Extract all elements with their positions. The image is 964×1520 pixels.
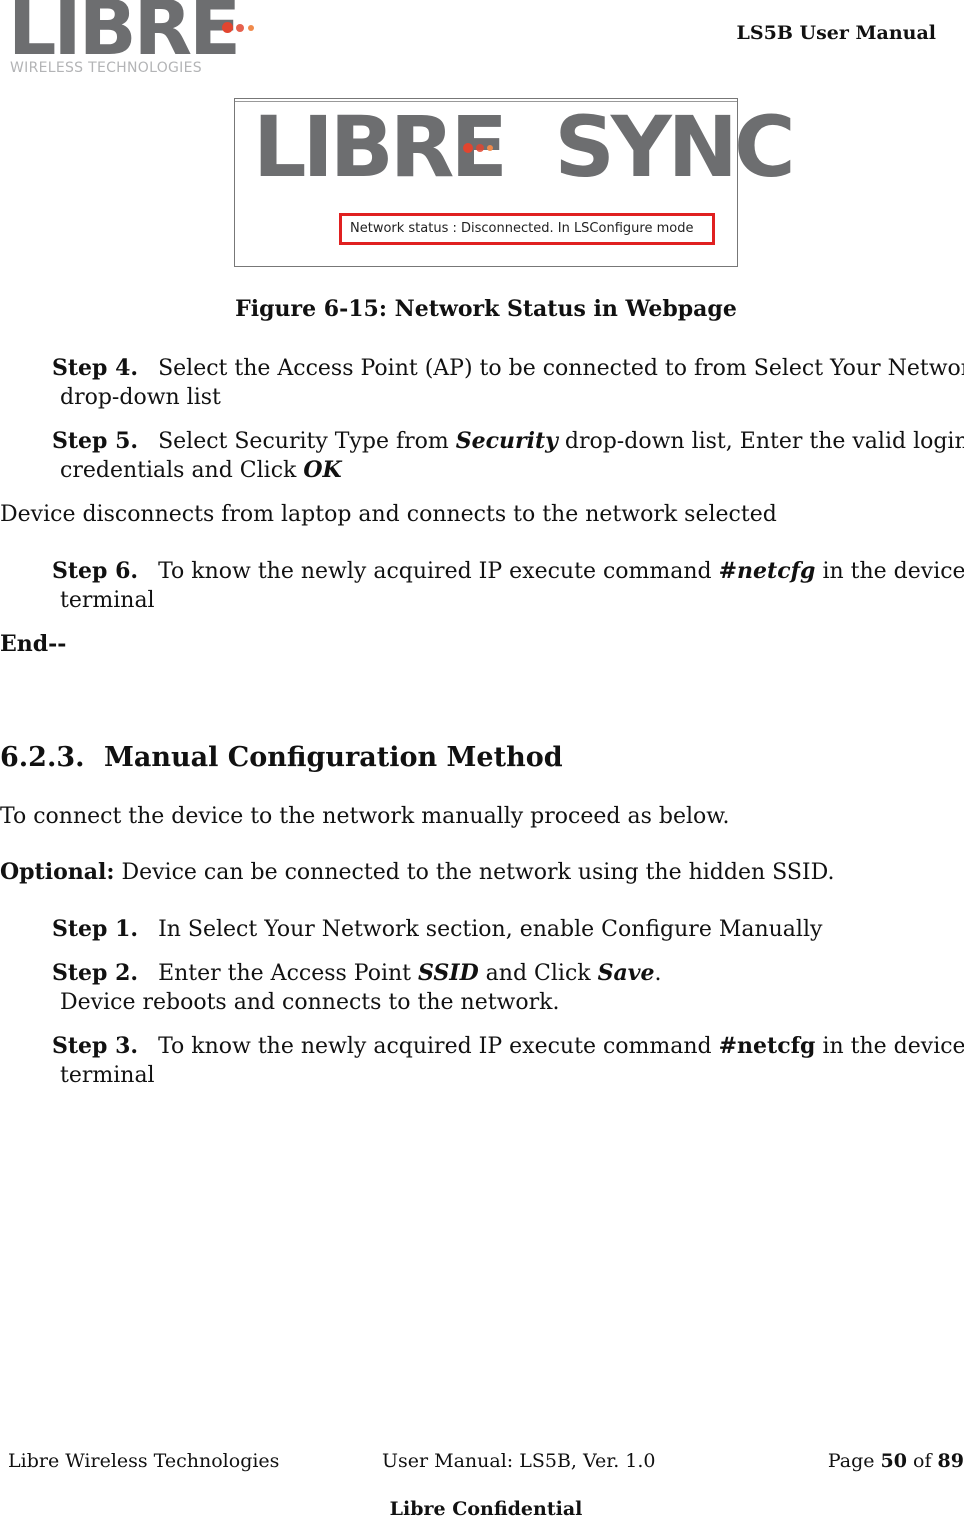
step-text: Select the Access Point (AP) to be conne…	[158, 356, 964, 381]
manual-title: LS5B User Manual	[736, 22, 936, 44]
step-6: Step 6. To know the newly acquired IP exe…	[52, 557, 964, 586]
footer-manual: User Manual: LS5B, Ver. 1.0	[382, 1450, 656, 1472]
step-label: Step 6.	[52, 558, 139, 584]
step-text: in the device	[815, 559, 964, 584]
step-2-continued: Device reboots and connects to the netwo…	[60, 990, 560, 1015]
step-5-continued: credentials and Click OK	[60, 456, 342, 485]
step-text: in the device	[815, 1034, 964, 1059]
optional-label: Optional:	[0, 859, 115, 885]
step-label: Step 2.	[52, 960, 139, 986]
step-text: Select Security Type from	[158, 429, 456, 454]
emphasis-ssid: SSID	[418, 960, 479, 986]
step-text: To know the newly acquired IP execute co…	[158, 559, 719, 584]
emphasis-save: Save	[597, 960, 655, 986]
page-total: 89	[937, 1450, 964, 1472]
step-text: credentials and Click	[60, 458, 304, 483]
step-6-continued: terminal	[60, 588, 155, 613]
section-title: Manual Configuration Method	[104, 742, 563, 773]
step-1: Step 1. In Select Your Network section, e…	[52, 915, 822, 944]
network-status-message: Network status : Disconnected. In LSConf…	[339, 213, 715, 245]
step-label: Step 4.	[52, 355, 139, 381]
logo-wordmark: LIBRE	[8, 0, 241, 72]
figure-divider	[235, 101, 737, 102]
section-number: 6.2.3.	[0, 742, 85, 773]
step-4: Step 4. Select the Access Point (AP) to b…	[52, 354, 964, 383]
emphasis-command: #netcfg	[718, 1033, 816, 1059]
step-text: and Click	[478, 961, 598, 986]
step-text: drop-down list, Enter the valid login	[557, 429, 964, 454]
step-text: In Select Your Network section, enable C…	[158, 917, 823, 942]
step-label: Step 5.	[52, 428, 139, 454]
optional-note: Optional: Device can be connected to the…	[0, 858, 834, 887]
step-text: Enter the Access Point	[158, 961, 419, 986]
step-label: Step 3.	[52, 1033, 139, 1059]
emphasis-command: #netcfg	[718, 558, 816, 584]
step-label: Step 1.	[52, 916, 139, 942]
step-text: .	[654, 961, 662, 986]
libre-sync-logo: LIBRE SYNC	[253, 98, 796, 196]
paragraph-disconnect: Device disconnects from laptop and conne…	[0, 502, 777, 527]
logo-subtitle: WIRELESS TECHNOLOGIES	[10, 60, 202, 76]
page-of: of	[906, 1450, 938, 1472]
page-current: 50	[880, 1450, 907, 1472]
emphasis-ok: OK	[303, 457, 342, 483]
end-marker: End--	[0, 631, 67, 657]
step-3-continued: terminal	[60, 1063, 155, 1088]
step-2: Step 2. Enter the Access Point SSID and C…	[52, 959, 662, 988]
footer-confidential: Libre Confidential	[389, 1498, 583, 1520]
footer-company: Libre Wireless Technologies	[8, 1450, 280, 1472]
intro-paragraph: To connect the device to the network man…	[0, 804, 730, 829]
footer-page-number: Page 50 of 89	[828, 1450, 964, 1472]
figure-caption: Figure 6-15: Network Status in Webpage	[235, 296, 737, 322]
libre-logo: LIBRE WIRELESS TECHNOLOGIES	[8, 0, 268, 80]
page-word: Page	[827, 1450, 881, 1472]
step-4-continued: drop-down list	[60, 385, 221, 410]
optional-text: Device can be connected to the network u…	[114, 860, 835, 885]
emphasis-security: Security	[455, 428, 558, 454]
step-3: Step 3. To know the newly acquired IP exe…	[52, 1032, 964, 1061]
section-heading: 6.2.3. Manual Configuration Method	[0, 742, 563, 773]
step-5: Step 5. Select Security Type from Securit…	[52, 427, 964, 456]
network-status-figure: LIBRE SYNC Network status : Disconnected…	[234, 98, 796, 267]
step-text: To know the newly acquired IP execute co…	[158, 1034, 719, 1059]
